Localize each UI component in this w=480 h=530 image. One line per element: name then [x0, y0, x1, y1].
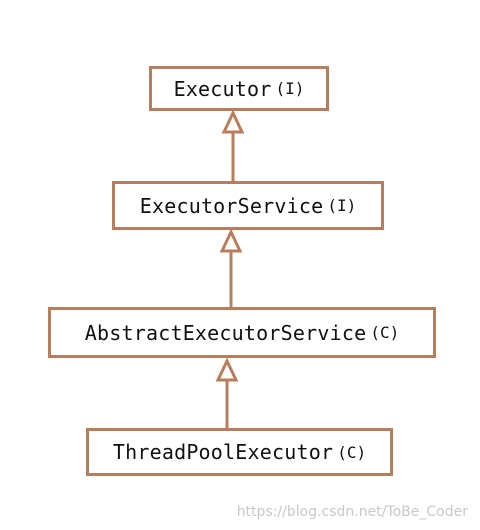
node-executorservice: ExecutorService (I) — [112, 181, 384, 230]
node-abstractexecutorservice-name: AbstractExecutorService — [84, 320, 367, 345]
node-threadpoolexecutor: ThreadPoolExecutor (C) — [86, 428, 393, 476]
arrow-head-executor — [221, 109, 245, 134]
arrow-head-executorservice — [219, 228, 243, 253]
node-abstractexecutorservice: AbstractExecutorService (C) — [48, 307, 436, 358]
arrow-head-abstract — [215, 357, 239, 382]
node-threadpoolexecutor-name: ThreadPoolExecutor — [112, 440, 334, 464]
node-executor-kind: (I) — [275, 79, 305, 98]
node-executorservice-kind: (I) — [327, 196, 357, 215]
watermark-text: https://blog.csdn.net/ToBe_Coder — [236, 504, 468, 520]
node-threadpoolexecutor-kind: (C) — [337, 442, 367, 462]
node-executor-name: Executor — [173, 76, 272, 101]
node-executor: Executor (I) — [149, 66, 329, 111]
node-executorservice-name: ExecutorService — [139, 193, 324, 218]
node-abstractexecutorservice-kind: (C) — [370, 323, 400, 342]
